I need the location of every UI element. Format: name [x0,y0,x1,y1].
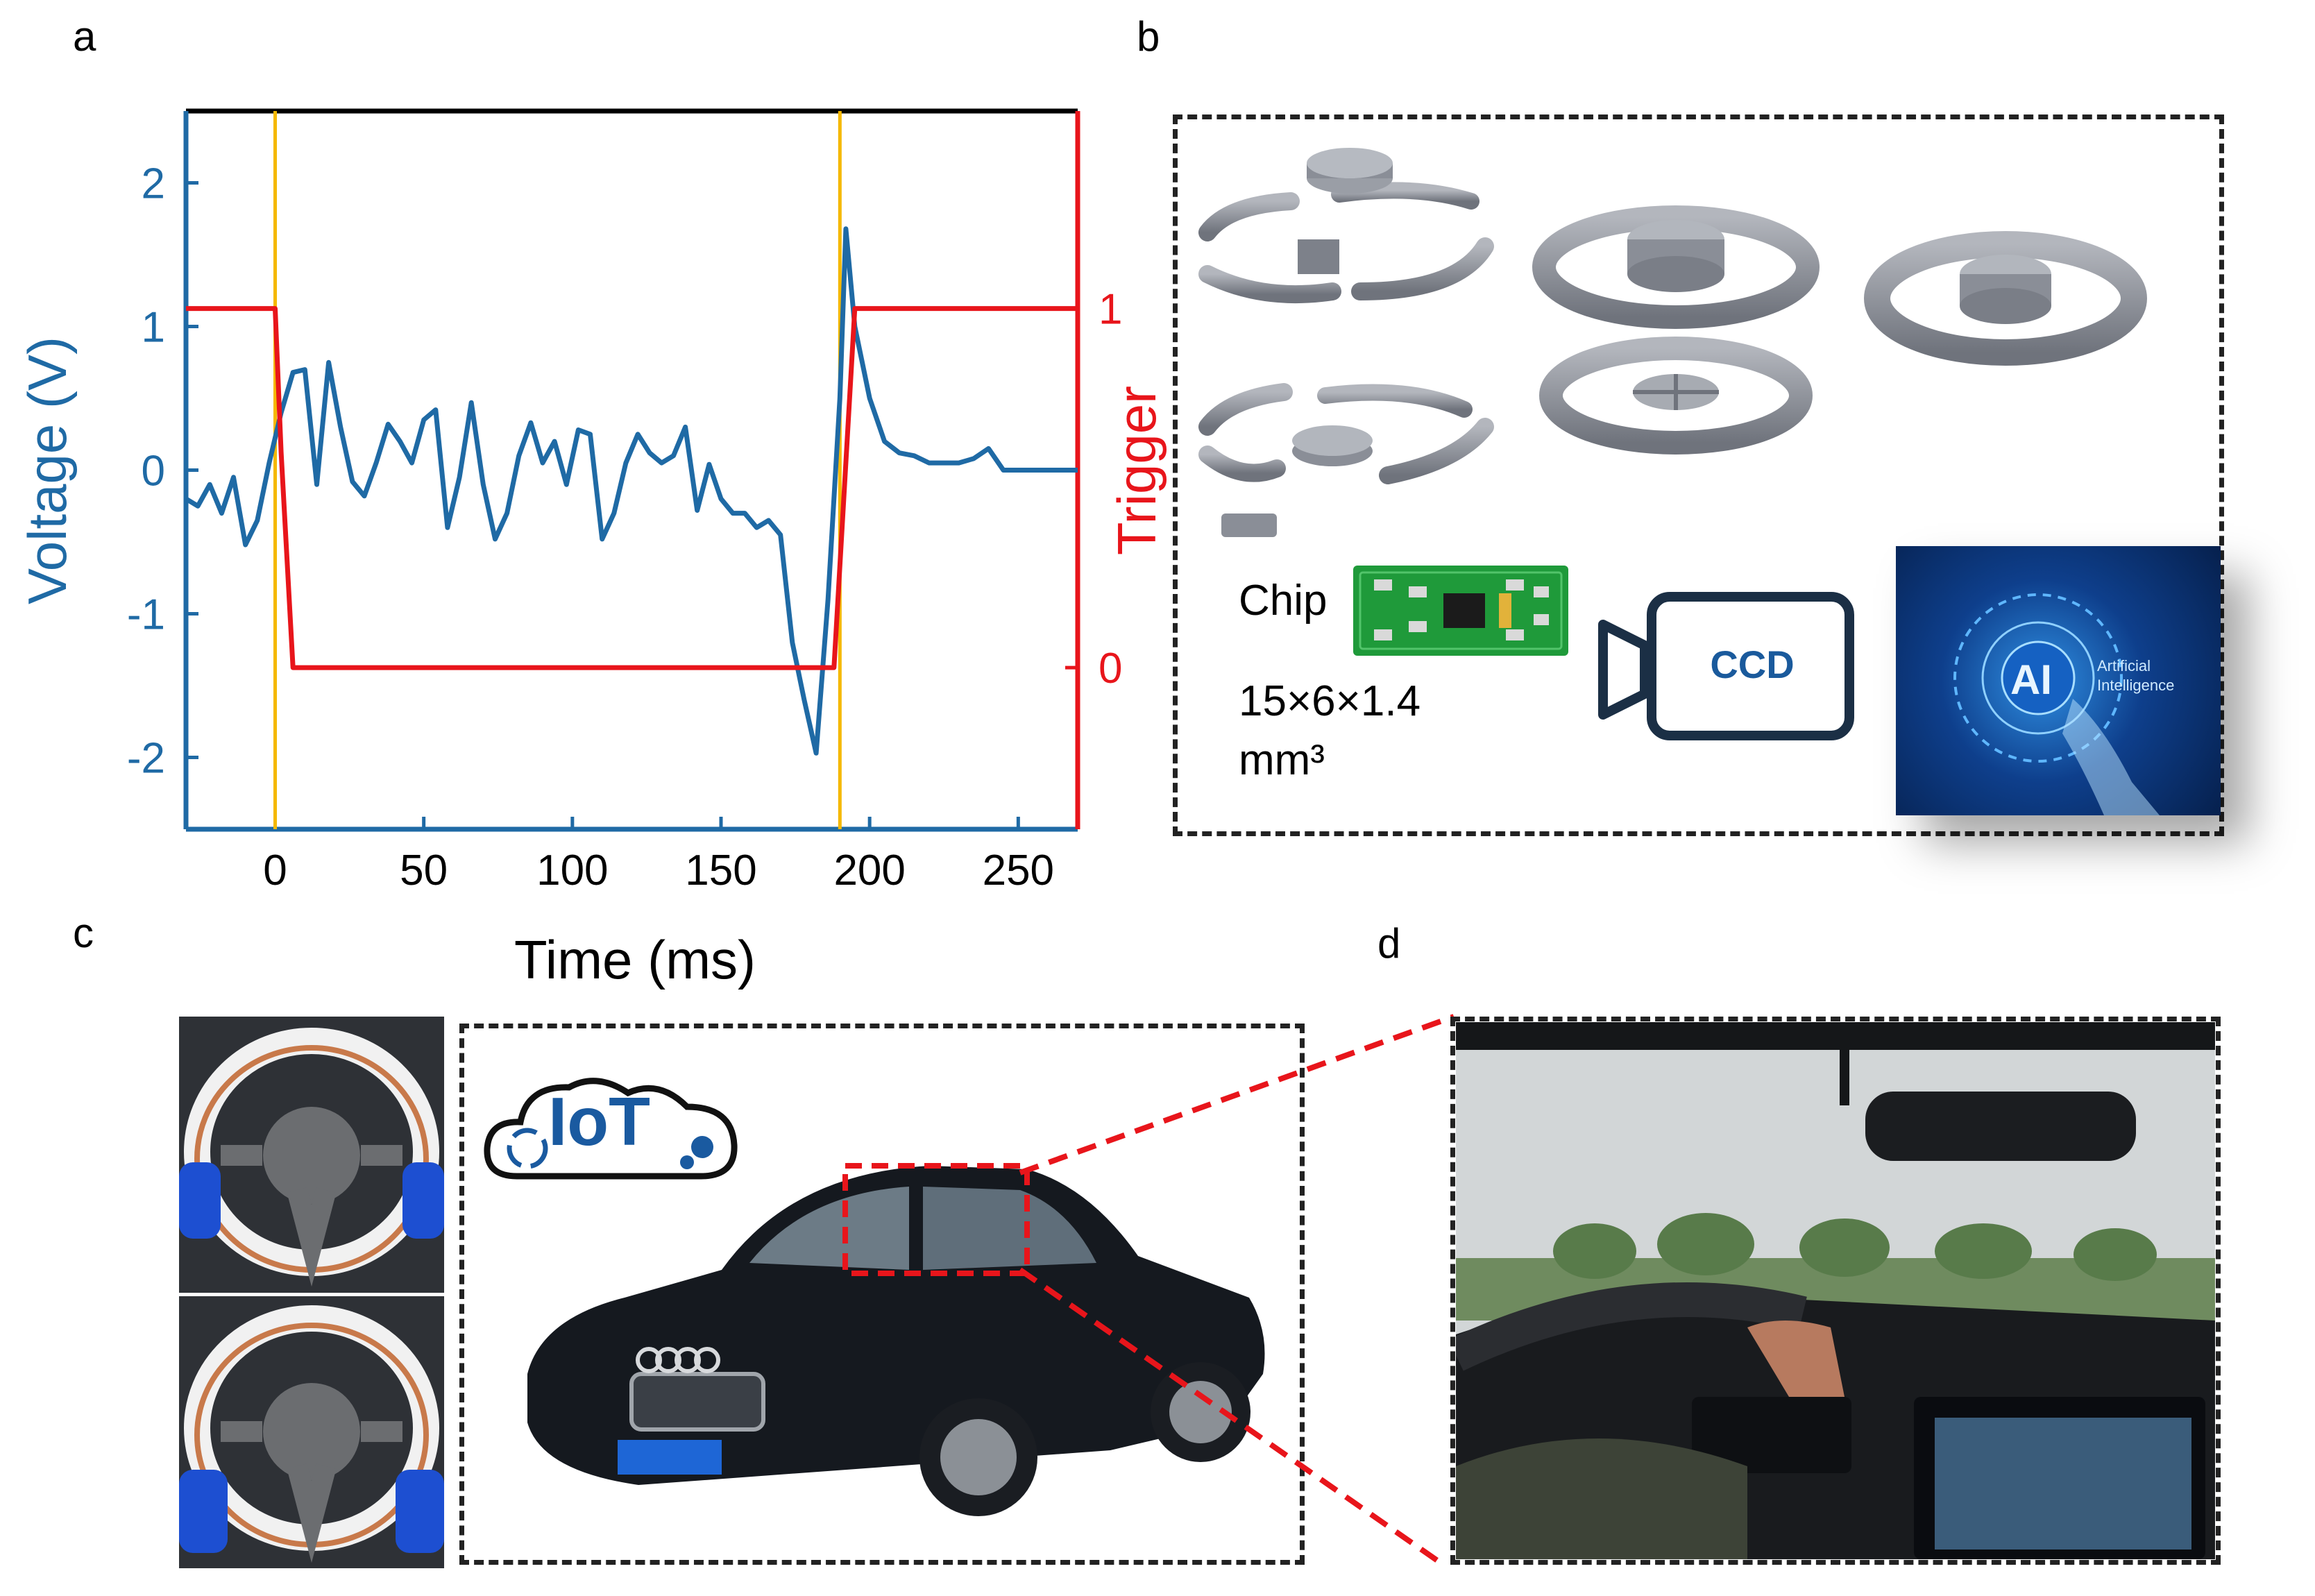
ai-label: AI [2010,656,2052,703]
y-tick-label-right: 1 [1099,286,1122,334]
ai-caption-1: Artificial [2097,657,2151,674]
x-tick-label: 200 [833,847,905,894]
y-tick-label-left: 0 [142,448,165,495]
y-tick-label-left: 2 [142,160,165,208]
steering-wheel-models [1198,148,2147,537]
exploded-wheel-icon [1198,383,1494,537]
camera-icon [1598,592,1854,740]
steering-wheel-photo-top [179,1017,444,1293]
ai-image: AI Artificial Intelligence [1896,546,2221,815]
steering-wheel-photo-bottom [179,1296,444,1568]
exploded-wheel-icon [1198,148,1494,304]
panel-letter-b: b [1137,13,1160,60]
panel-b-frame [1173,114,2224,836]
y-tick-label-left: -2 [127,735,165,783]
assembled-wheel-icon [1864,231,2147,366]
trigger-series-line [186,306,1078,670]
y-tick-label-left: -1 [127,591,165,639]
y-axis-label-left: Voltage (V) [17,337,78,604]
chip-label: Chip [1239,577,1328,625]
car-illustration [527,1166,1265,1516]
assembled-wheel-icon [1532,205,1820,329]
chip-icon [1353,566,1568,656]
panel-letter-d: d [1377,920,1401,967]
iot-label: IoT [548,1083,650,1160]
panel-d-frame [1450,1017,2221,1565]
x-tick-label: 0 [263,847,287,894]
y-tick-label-right: 0 [1099,645,1122,693]
chip-size-unit: mm³ [1239,736,1325,784]
voltage-series-line [185,226,1078,756]
panel-letter-c: c [73,910,94,956]
x-tick-label: 250 [983,847,1054,894]
x-tick-label: 150 [685,847,756,894]
assembled-wheel-icon [1539,337,1813,455]
ai-caption-2: Intelligence [2097,677,2175,694]
camera-label: CCD [1710,643,1795,686]
x-tick-label: 100 [536,847,608,894]
y-tick-label-left: 1 [142,304,165,352]
panel-letter-a: a [73,13,96,60]
chip-size: 15×6×1.4 [1239,677,1421,725]
x-axis-label: Time (ms) [514,929,756,990]
x-tick-label: 50 [400,847,448,894]
driver-view-photo [1456,1022,2215,1559]
y-axis-label-right: Trigger [1106,386,1167,555]
voltage-trigger-chart: 0 50 100 150 200 250 -2 -1 0 1 2 0 1 Time (ms) Volta… [17,108,1167,990]
iot-cloud-icon [484,1078,738,1180]
